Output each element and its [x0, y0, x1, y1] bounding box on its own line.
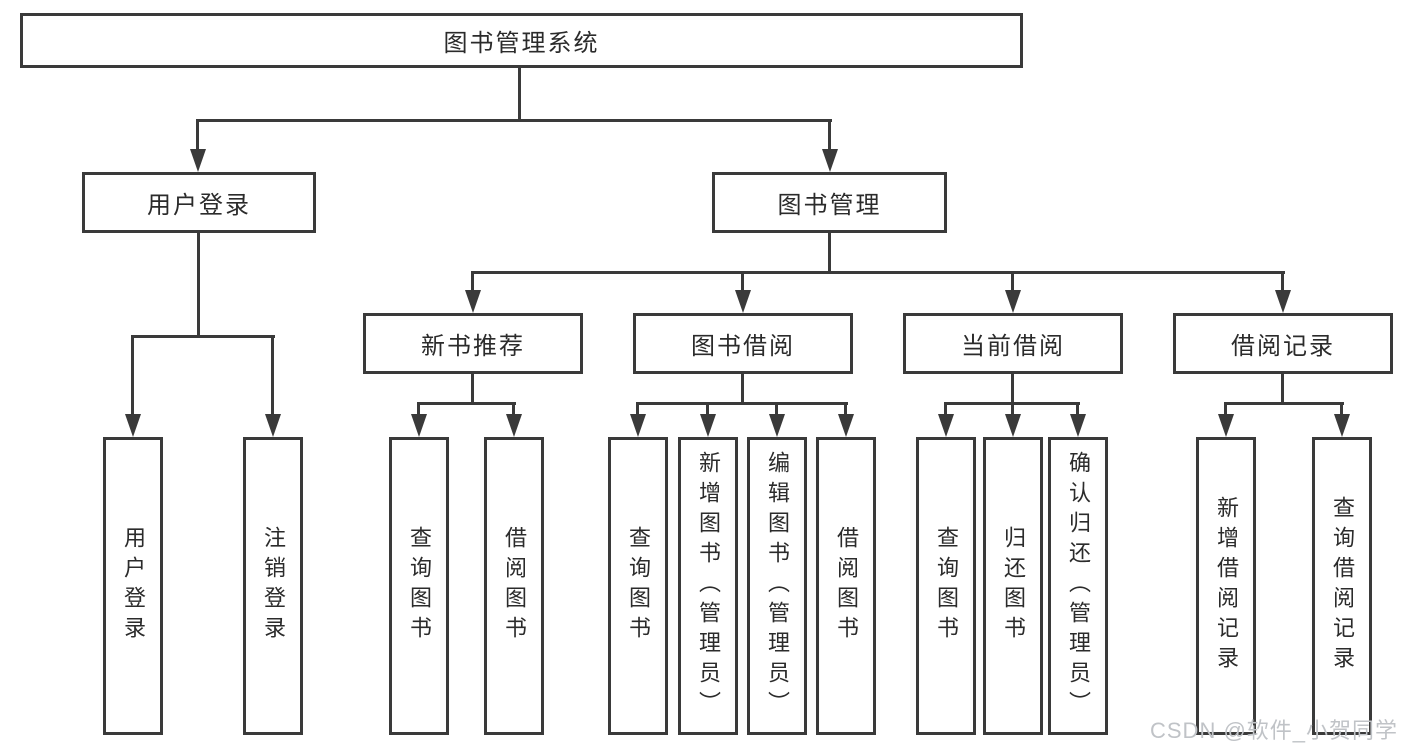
arrow-down-icon — [735, 290, 751, 313]
watermark: CSDN @软件_小贺同学 — [1150, 718, 1399, 743]
arrow-down-icon — [630, 414, 646, 437]
arrow-down-icon — [1275, 290, 1291, 313]
arrow-down-icon — [838, 414, 854, 437]
leaf-query-borrow-record: 查询借阅记录 — [1312, 437, 1372, 735]
leaf-borrow-books: 借阅图书 — [816, 437, 876, 735]
connector-line — [741, 374, 744, 404]
connector-line — [944, 402, 947, 415]
connector-line — [1011, 271, 1014, 291]
leaf-return-books: 归还图书 — [983, 437, 1043, 735]
leaf-confirm-return-admin: 确认归还（管理员） — [1048, 437, 1108, 735]
node-current-borrowing: 当前借阅 — [903, 313, 1123, 374]
connector-line — [828, 119, 831, 151]
connector-line — [197, 233, 200, 337]
arrow-down-icon — [265, 414, 281, 437]
connector-line — [417, 402, 420, 415]
leaf-add-borrow-record: 新增借阅记录 — [1196, 437, 1256, 735]
connector-line — [636, 402, 639, 415]
node-new-book-recommend: 新书推荐 — [363, 313, 583, 374]
arrow-down-icon — [190, 149, 206, 172]
connector-line — [471, 271, 1285, 274]
connector-line — [706, 402, 709, 415]
connector-line — [1281, 374, 1284, 404]
connector-line — [131, 335, 275, 338]
leaf-recommend-query-books: 查询图书 — [389, 437, 449, 735]
arrow-down-icon — [700, 414, 716, 437]
connector-line — [775, 402, 778, 415]
connector-line — [1011, 402, 1014, 415]
arrow-down-icon — [1334, 414, 1350, 437]
connector-line — [271, 335, 274, 414]
connector-line — [131, 335, 134, 414]
node-borrowing-records: 借阅记录 — [1173, 313, 1393, 374]
connector-line — [1076, 402, 1079, 415]
connector-line — [196, 119, 199, 151]
connector-line — [518, 68, 521, 121]
connector-line — [196, 119, 832, 122]
node-book-borrowing: 图书借阅 — [633, 313, 853, 374]
arrow-down-icon — [769, 414, 785, 437]
connector-line — [417, 402, 516, 405]
connector-line — [512, 402, 515, 415]
arrow-down-icon — [411, 414, 427, 437]
node-root: 图书管理系统 — [20, 13, 1023, 68]
connector-line — [828, 233, 831, 274]
leaf-current-query-books: 查询图书 — [916, 437, 976, 735]
arrow-down-icon — [938, 414, 954, 437]
arrow-down-icon — [1070, 414, 1086, 437]
connector-line — [844, 402, 847, 415]
arrow-down-icon — [822, 149, 838, 172]
connector-line — [1224, 402, 1344, 405]
leaf-user-login: 用户登录 — [103, 437, 163, 735]
arrow-down-icon — [506, 414, 522, 437]
leaf-logout: 注销登录 — [243, 437, 303, 735]
connector-line — [471, 271, 474, 291]
connector-line — [1011, 374, 1014, 404]
connector-line — [741, 271, 744, 291]
leaf-edit-books-admin: 编辑图书（管理员） — [747, 437, 807, 735]
leaf-add-books-admin: 新增图书（管理员） — [678, 437, 738, 735]
connector-line — [636, 402, 848, 405]
arrow-down-icon — [1005, 414, 1021, 437]
arrow-down-icon — [1218, 414, 1234, 437]
connector-line — [1340, 402, 1343, 415]
leaf-recommend-borrow-books: 借阅图书 — [484, 437, 544, 735]
arrow-down-icon — [465, 290, 481, 313]
leaf-borrowing-query-books: 查询图书 — [608, 437, 668, 735]
node-user-login: 用户登录 — [82, 172, 316, 233]
connector-line — [1281, 271, 1284, 291]
connector-line — [1224, 402, 1227, 415]
arrow-down-icon — [1005, 290, 1021, 313]
connector-line — [471, 374, 474, 404]
node-book-management: 图书管理 — [712, 172, 947, 233]
arrow-down-icon — [125, 414, 141, 437]
